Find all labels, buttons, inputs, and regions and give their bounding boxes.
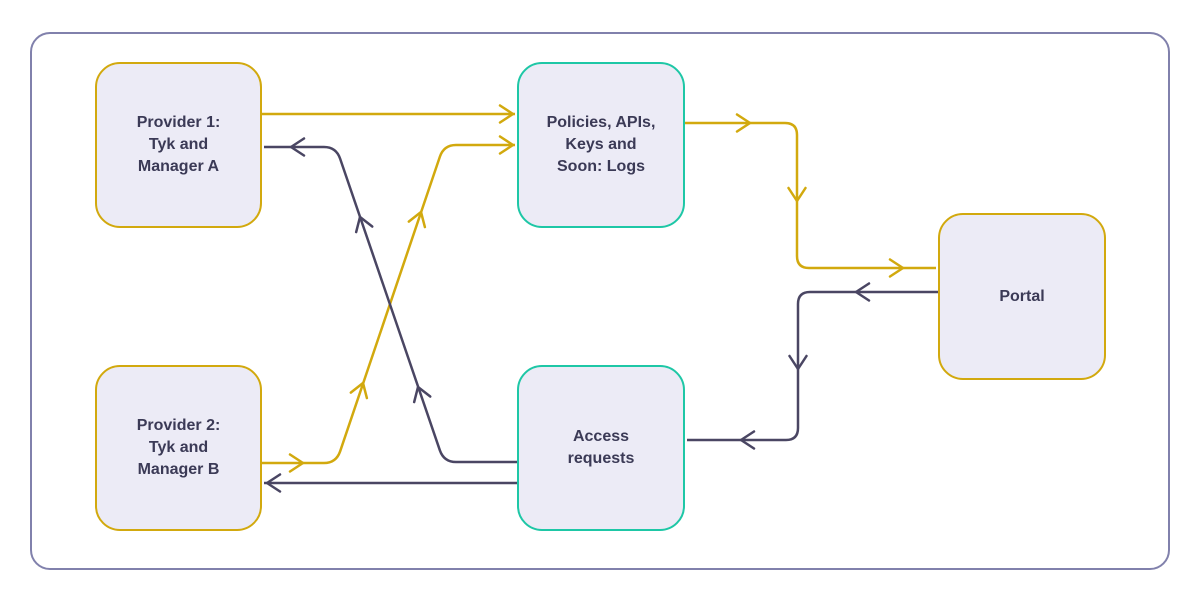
node-provider-1-label: Provider 1: Tyk and Manager A: [136, 114, 221, 175]
node-policies-apis-keys-label: Policies, APIs, Keys and Soon: Logs: [546, 114, 656, 175]
diagram-frame: [30, 32, 1170, 570]
node-access-requests: Access requests: [517, 365, 685, 531]
node-provider-1: Provider 1: Tyk and Manager A: [95, 62, 262, 228]
node-portal-label: Portal: [999, 287, 1045, 305]
node-policies-apis-keys: Policies, APIs, Keys and Soon: Logs: [517, 62, 685, 228]
node-provider-2-label: Provider 2: Tyk and Manager B: [136, 417, 221, 478]
node-access-requests-label: Access requests: [567, 428, 635, 467]
node-portal: Portal: [938, 213, 1106, 380]
node-provider-2: Provider 2: Tyk and Manager B: [95, 365, 262, 531]
